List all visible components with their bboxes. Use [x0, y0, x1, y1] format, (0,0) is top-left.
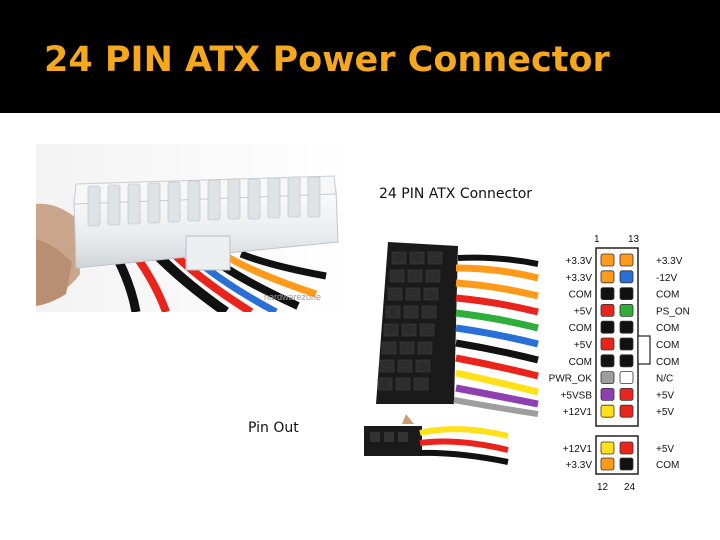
pin-label-left: +3.3V — [566, 460, 593, 471]
pin-number-1: 1 — [594, 234, 600, 245]
pin-right-17 — [619, 320, 634, 334]
pin-label-right: PS_ON — [656, 306, 690, 317]
pin-left-11 — [600, 441, 615, 455]
slide-title: 24 PIN ATX Power Connector — [44, 40, 610, 80]
pin-number-13: 13 — [628, 234, 640, 245]
pin-right-15 — [619, 287, 634, 300]
pin-label-left: +3.3V — [566, 256, 593, 267]
pin-right-22 — [619, 404, 634, 418]
pin-grid-latch — [637, 335, 651, 365]
pin-label-right: +3.3V — [656, 256, 683, 267]
pin-left-4 — [600, 304, 615, 317]
pin-right-20 — [619, 371, 634, 385]
pin-left-6 — [600, 337, 615, 351]
pin-label-right: COM — [656, 290, 679, 301]
pin-label-right: +5V — [656, 390, 674, 401]
pin-label-right: -12V — [656, 273, 677, 284]
pin-left-2 — [600, 270, 615, 284]
pin-left-3 — [600, 287, 615, 300]
pin-left-1 — [600, 253, 615, 267]
cable-illustration — [364, 242, 539, 465]
pin-right-21 — [619, 387, 634, 401]
pin-label-right: N/C — [656, 374, 673, 385]
pin-right-13 — [619, 253, 634, 267]
pin-left-5 — [600, 320, 615, 334]
pin-left-7 — [600, 354, 615, 368]
pin-label-right: COM — [656, 323, 679, 334]
pin-left-8 — [600, 371, 615, 385]
pin-left-9 — [600, 387, 615, 401]
pin-label-left: COM — [569, 290, 592, 301]
pin-label-left: +3.3V — [566, 273, 593, 284]
pin-label-left: +5V — [574, 306, 592, 317]
pin-right-18 — [619, 337, 634, 351]
pin-right-23 — [619, 441, 634, 455]
pin-label-left: +12V1 — [563, 444, 593, 455]
pin-left-12 — [600, 457, 615, 471]
pin-label-left: +12V1 — [563, 407, 593, 418]
connector-photo: hardwarezone — [36, 144, 348, 317]
pin-label-right: COM — [656, 460, 679, 471]
pin-label-left: COM — [569, 323, 592, 334]
pin-right-14 — [619, 270, 634, 284]
connector-caption: 24 PIN ATX Connector — [379, 186, 533, 202]
pinout-caption: Pin Out — [248, 420, 299, 436]
pinout-diagram: 1 13 12 24 +3.3V +3.3V +3.3V -12V COM COM +5V P… — [358, 228, 704, 500]
photo-watermark: hardwarezone — [264, 292, 321, 302]
pin-label-left: COM — [569, 357, 592, 368]
pin-label-right: +5V — [656, 407, 674, 418]
pin-label-left: PWR_OK — [549, 374, 593, 385]
pin-right-24 — [619, 457, 634, 471]
pin-label-left: +5VSB — [561, 390, 593, 401]
pin-label-right: +5V — [656, 444, 674, 455]
pin-number-12: 12 — [597, 482, 609, 493]
pin-number-24: 24 — [624, 482, 636, 493]
pin-label-right: COM — [656, 340, 679, 351]
pin-label-right: COM — [656, 357, 679, 368]
pin-left-10 — [600, 404, 615, 418]
pin-right-19 — [619, 354, 634, 368]
pin-label-left: +5V — [574, 340, 592, 351]
title-bar: 24 PIN ATX Power Connector — [0, 0, 720, 113]
pin-right-16 — [619, 304, 634, 317]
